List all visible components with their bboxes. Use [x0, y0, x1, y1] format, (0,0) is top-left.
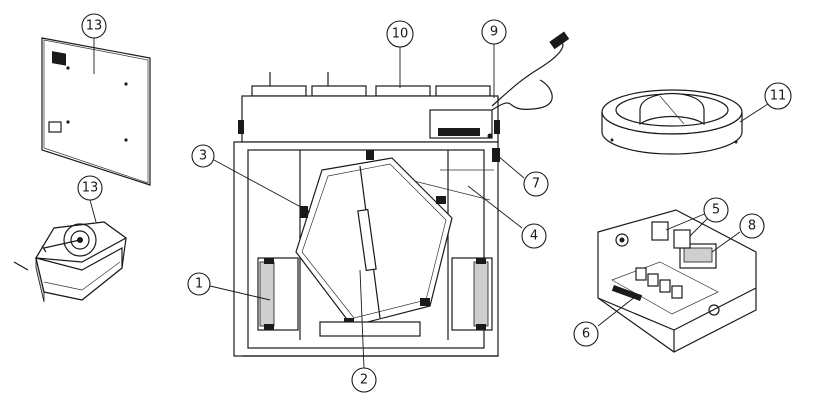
callout-5: 5 [703, 197, 729, 223]
callout-1: 1 [187, 272, 211, 296]
callout-5-label: 5 [712, 203, 720, 218]
callout-7: 7 [523, 171, 549, 197]
callout-4: 4 [521, 223, 547, 249]
callout-10: 10 [386, 20, 414, 48]
callout-11: 11 [764, 82, 792, 110]
main-unit [233, 31, 570, 357]
callout-10-label: 10 [392, 27, 409, 42]
callout-8-label: 8 [748, 219, 756, 234]
callout-1-label: 1 [195, 277, 203, 292]
leader-lines [89, 38, 769, 369]
callout-12: 13 [81, 13, 107, 39]
part-13-motor [13, 221, 128, 303]
callout-3: 3 [191, 144, 215, 168]
callout-8: 8 [739, 213, 765, 239]
callout-9: 9 [481, 19, 507, 45]
control-board-tray [597, 209, 757, 353]
callout-6-label: 6 [582, 327, 590, 342]
callout-13: 13 [77, 175, 103, 201]
callout-6: 6 [573, 321, 599, 347]
callout-3-label: 3 [199, 149, 207, 164]
callout-4-label: 4 [530, 229, 538, 244]
callout-13-label: 13 [82, 181, 99, 196]
callout-9-label: 9 [490, 25, 498, 40]
callout-2: 2 [351, 367, 377, 393]
callout-2-label: 2 [360, 373, 368, 388]
part-12-panel [41, 37, 151, 186]
part-11-collar [601, 89, 743, 155]
callout-11-label: 11 [770, 89, 787, 104]
callout-7-label: 7 [532, 177, 540, 192]
callout-12-label: 13 [86, 19, 103, 34]
